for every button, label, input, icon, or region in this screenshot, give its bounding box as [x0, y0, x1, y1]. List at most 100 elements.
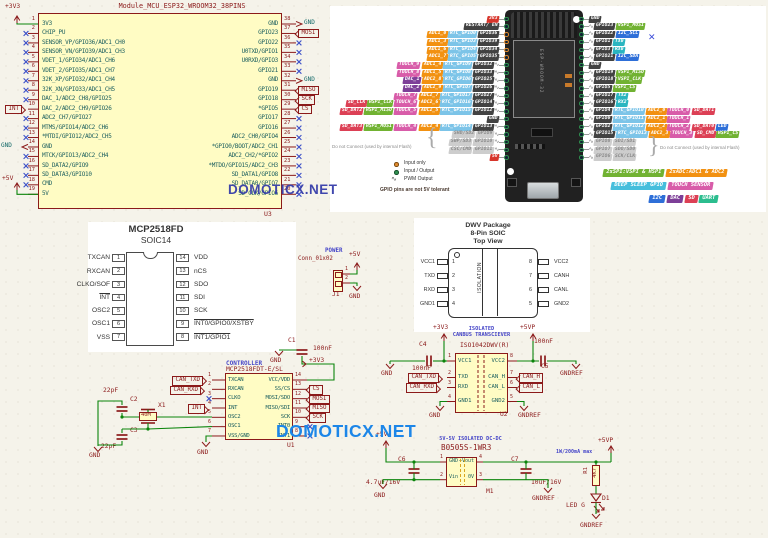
- j1-pin-number[interactable]: 1: [345, 266, 349, 272]
- esp32-pin-number[interactable]: 9: [31, 91, 35, 98]
- esp32-pin-name[interactable]: *GPIO0/BOOT/ADC2_CH1: [211, 142, 279, 150]
- u2-pin-name[interactable]: CAN_H: [488, 374, 505, 381]
- esp32-pin-number[interactable]: 10: [28, 101, 35, 108]
- u2-pin-name[interactable]: RXD: [458, 384, 469, 391]
- esp32-pin-name[interactable]: CHIP_PU: [42, 29, 66, 37]
- u2-pin-name[interactable]: TXD: [458, 374, 469, 381]
- u1-pin-number[interactable]: 11: [295, 399, 302, 406]
- esp32-pin-name[interactable]: ADC2_CH7/GPIO27: [42, 114, 92, 122]
- u1-pin-name[interactable]: SS/CS: [274, 386, 291, 393]
- esp32-pin-name[interactable]: SENSOR_VP/GPIO36/ADC1_CH0: [42, 38, 125, 46]
- esp32-pin-name[interactable]: 5V: [42, 189, 49, 197]
- u1-pin-number[interactable]: 9: [295, 418, 299, 425]
- power-label-gnd[interactable]: GND: [349, 293, 361, 300]
- esp32-pin-number[interactable]: 32: [284, 72, 291, 79]
- c4-value[interactable]: 100nF: [412, 365, 431, 372]
- c5-value[interactable]: 100nF: [534, 338, 553, 345]
- u1-pin-name[interactable]: TXCAN: [228, 376, 244, 383]
- global-label-miso[interactable]: MISO: [306, 403, 330, 414]
- esp32-pin-name[interactable]: MTMS/GPIO14/ADC2_CH6: [42, 123, 109, 131]
- power-label-gnd[interactable]: GND: [374, 492, 386, 499]
- u2-pin-name[interactable]: GND1: [458, 398, 472, 405]
- c3-value[interactable]: 22pF: [101, 443, 117, 450]
- u2-pin-number[interactable]: 7: [510, 369, 514, 376]
- u2-doc-label-2[interactable]: CANBUS TRANSCIEVER: [452, 332, 511, 338]
- d1-ref[interactable]: D1: [602, 495, 610, 502]
- esp32-pin-name[interactable]: 32K_XN/GPIO33/ADC1_CH5: [42, 85, 115, 93]
- x1-value[interactable]: 40M: [141, 411, 151, 418]
- esp32-pin-number[interactable]: 30: [284, 91, 291, 98]
- u1-pin-name[interactable]: VCC/VDD: [268, 376, 291, 383]
- esp32-pin-number[interactable]: 34: [284, 53, 291, 60]
- u1-pin-number[interactable]: 1: [207, 372, 211, 378]
- esp32-pin-number[interactable]: 2: [31, 25, 35, 32]
- power-label-3v3[interactable]: +3V3: [433, 324, 449, 331]
- u2-pin-number[interactable]: 8: [510, 353, 514, 359]
- u1-pin-number[interactable]: 13: [295, 381, 302, 388]
- esp32-pin-name[interactable]: *MTDI/GPIO12/ADC2_CH5: [42, 133, 112, 141]
- m1-pin-name[interactable]: 0V: [467, 473, 474, 480]
- esp32-ref[interactable]: U3: [264, 210, 272, 218]
- esp32-pin-number[interactable]: 14: [28, 138, 35, 145]
- j1-ref[interactable]: J1: [332, 291, 340, 298]
- esp32-pin-number[interactable]: 22: [284, 167, 291, 174]
- esp32-pin-number[interactable]: 38: [284, 16, 291, 22]
- esp32-pin-number[interactable]: 28: [284, 110, 291, 117]
- u2-pin-name[interactable]: VCC2: [491, 357, 505, 364]
- power-label-gnd[interactable]: GND: [270, 357, 282, 364]
- power-label-3v3[interactable]: +3V3: [309, 357, 325, 364]
- global-label-can-l[interactable]: CAN_L: [516, 383, 544, 393]
- global-label-can-txd[interactable]: CAN_TXD: [172, 376, 207, 386]
- r1-resistor-body[interactable]: [592, 465, 600, 486]
- esp32-pin-number[interactable]: 26: [284, 129, 291, 136]
- u1-pin-number[interactable]: 10: [295, 409, 302, 416]
- esp32-pin-number[interactable]: 4: [31, 44, 35, 51]
- u2-pin-number[interactable]: 1: [448, 353, 452, 359]
- global-label-miso[interactable]: MISO: [295, 85, 319, 96]
- u1-pin-number[interactable]: 2: [207, 381, 211, 388]
- power-label-gndref[interactable]: GNDREF: [560, 370, 583, 377]
- u1-ref[interactable]: U1: [287, 442, 295, 449]
- global-label-int[interactable]: INT: [5, 104, 26, 115]
- esp32-pin-name[interactable]: *GPIO5: [258, 104, 278, 112]
- u1-part-value[interactable]: MCP2518FDT-E/SL: [226, 365, 283, 373]
- esp32-pin-number[interactable]: 25: [284, 138, 291, 145]
- u1-pin-number[interactable]: 12: [295, 390, 302, 397]
- esp32-pin-name[interactable]: 3V3: [42, 19, 52, 27]
- esp32-pin-name[interactable]: GPIO18: [258, 95, 278, 103]
- u2-ref[interactable]: U2: [500, 411, 508, 418]
- m1-pin-name[interactable]: Vin: [449, 473, 459, 480]
- u1-doc-label[interactable]: CONTROLLER: [226, 360, 263, 367]
- m1-symbol-body[interactable]: [446, 457, 477, 487]
- global-label-can-txd[interactable]: CAN_TXD: [408, 373, 443, 383]
- m1-pin-number[interactable]: 3: [479, 471, 483, 478]
- esp32-pin-name[interactable]: SD_CLK/GPIO6: [238, 189, 278, 197]
- u1-pin-name[interactable]: OSC2: [228, 414, 241, 421]
- esp32-pin-number[interactable]: 15: [28, 148, 35, 155]
- esp32-pin-name[interactable]: GND: [268, 19, 278, 27]
- x1-ref[interactable]: X1: [158, 402, 166, 409]
- esp32-pin-name[interactable]: GPIO21: [258, 66, 278, 74]
- u2-pin-number[interactable]: 6: [510, 379, 514, 386]
- esp32-pin-number[interactable]: 21: [284, 176, 291, 183]
- esp32-pin-number[interactable]: 18: [28, 176, 35, 183]
- r1-ref[interactable]: R1: [583, 467, 589, 474]
- c7-ref[interactable]: C7: [511, 456, 519, 463]
- esp32-pin-name[interactable]: GPIO19: [258, 85, 278, 93]
- c3-ref[interactable]: C3: [130, 427, 138, 434]
- j1-pin2-pad[interactable]: [334, 281, 342, 287]
- m1-part-value[interactable]: B0505S-1WR3: [441, 443, 492, 452]
- power-label-gnd[interactable]: GND: [381, 370, 393, 377]
- esp32-symbol-body[interactable]: [38, 13, 282, 209]
- m1-pin-number[interactable]: 4: [479, 454, 483, 460]
- esp32-pin-name[interactable]: GPIO16: [258, 123, 278, 131]
- esp32-pin-number[interactable]: 33: [284, 63, 291, 70]
- esp32-pin-number[interactable]: 3: [31, 34, 35, 41]
- esp32-pin-name[interactable]: SD_DATA0/GPIO7: [231, 180, 279, 188]
- u1-pin-number[interactable]: 14: [295, 372, 302, 378]
- u2-pin-name[interactable]: CAN_L: [488, 384, 505, 391]
- r1-value[interactable]: 4K7: [591, 468, 598, 478]
- global-label-int[interactable]: INT: [188, 404, 209, 414]
- esp32-pin-number[interactable]: 27: [284, 120, 291, 127]
- u1-symbol-body[interactable]: [225, 373, 293, 440]
